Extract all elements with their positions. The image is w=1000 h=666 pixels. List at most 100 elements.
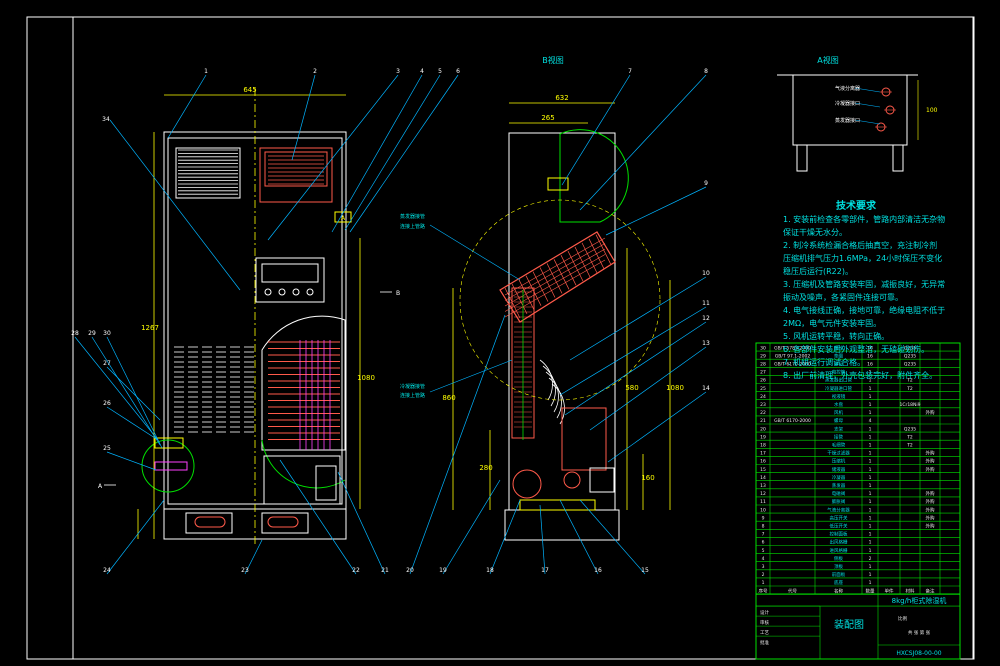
- fan-blade: [545, 371, 559, 413]
- bom-cell: 16: [867, 353, 873, 359]
- callout-20: 20: [406, 567, 414, 574]
- leader-1: [167, 74, 207, 139]
- bom-cell: 干燥过滤器: [827, 450, 850, 457]
- leader-2: [291, 74, 316, 161]
- bom-cell: 1: [869, 532, 872, 538]
- bom-cell: 16: [867, 362, 873, 368]
- bom-cell: 外购: [926, 506, 935, 513]
- mid-note-4: 连接上管路: [400, 392, 425, 399]
- leader-28: [74, 336, 159, 441]
- callout-7: 7: [628, 68, 632, 75]
- callout-28: 28: [71, 330, 79, 337]
- bom-cell: 进风格栅: [830, 547, 848, 554]
- refrigerant-pipes: [561, 407, 607, 471]
- bom-cell: Q235: [904, 426, 916, 432]
- dim-sec-t1: 860: [442, 394, 455, 402]
- dim-sec-t2: 280: [479, 464, 492, 472]
- bom-cell: 1: [869, 524, 872, 530]
- bom-cell: GB/T 6170-2000: [774, 418, 811, 424]
- bom-cell: 4: [869, 418, 872, 424]
- leader-20: [409, 314, 506, 575]
- compressor-shell: [512, 469, 542, 499]
- bom-cell: 1: [869, 434, 872, 440]
- leader-21: [337, 471, 386, 575]
- callout-8: 8: [704, 68, 708, 75]
- detail-circle-left: [141, 439, 195, 493]
- leader-19: [442, 479, 501, 575]
- receiver-shell: [563, 471, 581, 489]
- bom-cell: 2: [869, 556, 872, 562]
- control-knob: [306, 288, 314, 296]
- bom-cell: 3: [762, 564, 765, 570]
- title-row-label: 工艺: [760, 630, 769, 636]
- bom-cell: 出风格栅: [830, 539, 848, 546]
- bom-cell: 27: [760, 370, 766, 376]
- bom-cell: 电控箱: [832, 369, 846, 376]
- bom-cell: 5: [762, 548, 765, 554]
- view-a-leader: [854, 119, 881, 125]
- bom-cell: 螺栓: [834, 344, 843, 351]
- bom-cell: 1: [869, 467, 872, 473]
- coil-fin: [532, 271, 549, 302]
- inner-frame: [72, 16, 974, 660]
- outlet-inner: [264, 151, 328, 187]
- bom-cell: 视液镜: [832, 393, 846, 400]
- dim-text-height: 1267: [141, 324, 159, 332]
- bom-cell: 1: [869, 491, 872, 497]
- bom-cell: 冷凝器进口管: [825, 385, 852, 392]
- bom-cell: 膨胀阀: [832, 498, 846, 505]
- callout-21: 21: [381, 567, 389, 574]
- callout-29: 29: [88, 330, 96, 337]
- callout-18: 18: [486, 567, 494, 574]
- bom-cell: 外购: [926, 409, 935, 416]
- callout-16: 16: [594, 567, 602, 574]
- bom-header-cell: 代号: [788, 587, 797, 594]
- section-b-label: B视图: [542, 55, 564, 65]
- leader-7: [561, 74, 631, 186]
- view-a-leg-right: [892, 144, 904, 172]
- bom-cell: 外购: [926, 523, 935, 530]
- bom-cell: 26: [760, 378, 766, 384]
- leader-29: [91, 336, 161, 446]
- bom-cell: GB/T 5783-2000: [774, 345, 811, 351]
- bom-cell: T2: [906, 434, 913, 440]
- sensor-tag: [334, 211, 352, 223]
- bom-cell: 16: [867, 345, 873, 351]
- tech-requirement-line: 振动及噪声，各紧固件连接可靠。: [783, 293, 903, 302]
- leader-26: [106, 406, 159, 441]
- control-panel: [255, 257, 325, 303]
- bom-cell: 螺母: [834, 417, 843, 424]
- tech-requirement-line: 2. 制冷系统检漏合格后抽真空，充注制冷剂: [783, 241, 938, 250]
- base-foot-right: [261, 512, 309, 534]
- fan-blade: [539, 359, 553, 401]
- dim-text-height-2: 1080: [357, 374, 375, 382]
- bom-cell: 8: [762, 524, 765, 530]
- mid-note-leader-2: [429, 359, 513, 393]
- receiver-tank: [315, 465, 337, 501]
- callout-6: 6: [456, 68, 460, 75]
- section-view: [104, 102, 671, 541]
- title-row-label: 设计: [760, 609, 769, 616]
- fan-motor: [547, 177, 569, 191]
- dim-text-width: 645: [243, 86, 256, 94]
- coil-row: [504, 254, 606, 312]
- bom-cell: 15: [760, 467, 766, 473]
- leader-10: [569, 276, 707, 361]
- bom-cell: 23: [760, 402, 766, 408]
- bom-header-cell: 名称: [834, 587, 843, 594]
- bom-cell: Q235: [904, 345, 916, 351]
- bom-cell: 19: [760, 434, 766, 440]
- leader-14: [607, 391, 707, 463]
- tech-requirement-line: 3. 压缩机及管路安装牢固，减振良好，无异常: [783, 280, 946, 289]
- electric-box: [589, 467, 615, 493]
- bom-cell: 1: [869, 378, 872, 384]
- bom-cell: 电磁阀: [832, 490, 846, 497]
- bom-cell: 风机: [834, 409, 843, 416]
- bom-cell: 冷凝器: [832, 474, 846, 481]
- title-row-label: 批准: [760, 639, 769, 646]
- evaporator-coil: [499, 231, 616, 323]
- view-a-port-label: 蒸发器接口: [835, 117, 860, 124]
- view-a-leader: [854, 87, 881, 93]
